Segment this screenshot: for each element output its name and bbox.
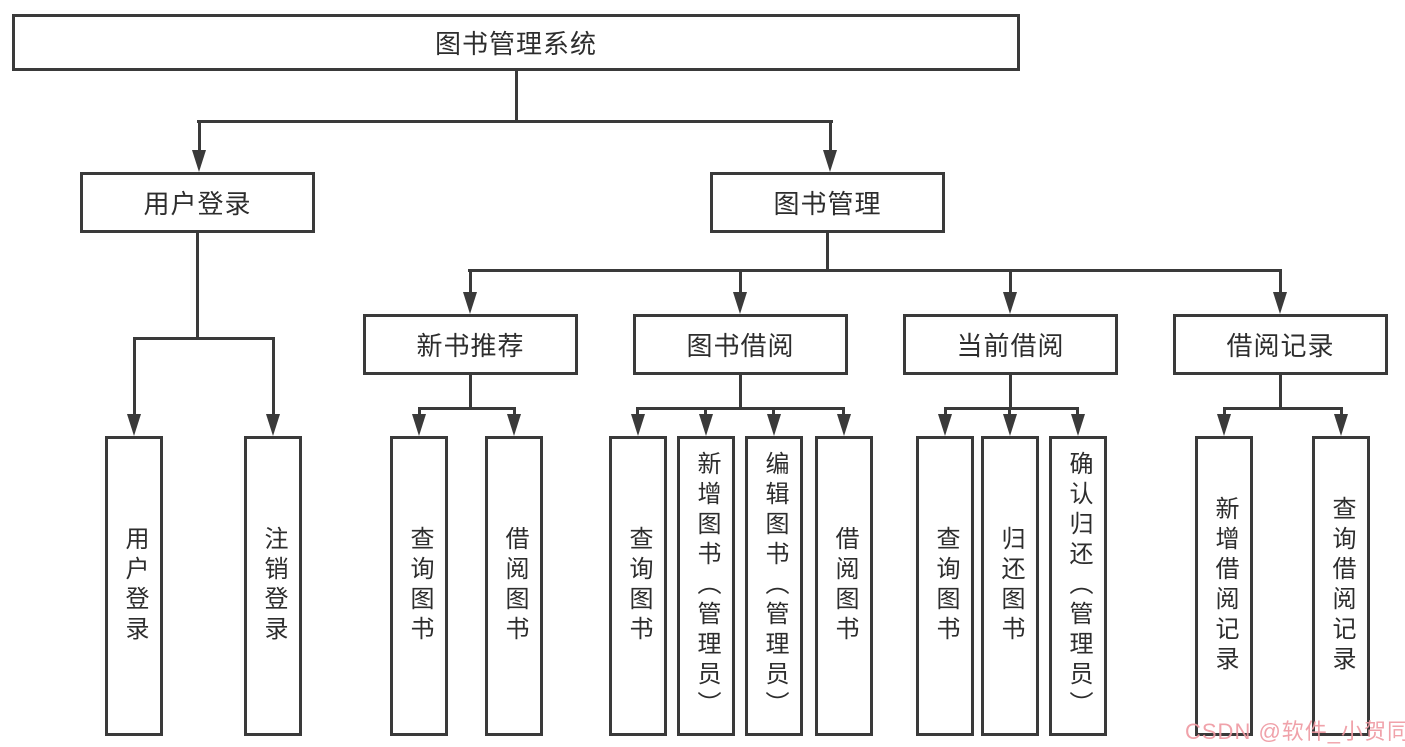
leaf-add-books-admin: 新增图书（管理员） — [677, 436, 735, 736]
node-label: 借阅记录 — [1226, 331, 1335, 361]
node-borrow-records: 借阅记录 — [1173, 314, 1388, 375]
node-current-borrow: 当前借阅 — [903, 314, 1118, 375]
node-book-borrow: 图书借阅 — [633, 314, 848, 375]
leaf-label: 新增图书（管理员） — [693, 451, 720, 721]
arrowhead-down-icon — [733, 292, 747, 314]
connector-line — [469, 269, 472, 294]
connector-line — [418, 407, 421, 417]
connector-line — [198, 120, 201, 152]
leaf-return-books: 归还图书 — [981, 436, 1039, 736]
node-label: 当前借阅 — [956, 331, 1065, 361]
arrowhead-down-icon — [699, 414, 713, 436]
node-label: 图书借阅 — [686, 331, 795, 361]
connector-line — [636, 407, 639, 417]
connector-line — [772, 407, 775, 417]
leaf-label: 编辑图书（管理员） — [761, 451, 788, 721]
node-user-login: 用户登录 — [80, 172, 315, 233]
connector-line — [739, 375, 742, 409]
leaf-label: 归还图书 — [997, 526, 1024, 646]
connector-line — [944, 407, 1079, 410]
arrowhead-down-icon — [192, 150, 206, 172]
leaf-label: 借阅图书 — [501, 526, 528, 646]
arrowhead-down-icon — [938, 414, 952, 436]
node-library-management-system: 图书管理系统 — [12, 14, 1020, 71]
leaf-query-borrow-record: 查询借阅记录 — [1312, 436, 1370, 736]
leaf-label: 注销登录 — [260, 526, 287, 646]
connector-line — [842, 407, 845, 417]
leaf-borrow-books: 借阅图书 — [485, 436, 543, 736]
leaf-query-books: 查询图书 — [609, 436, 667, 736]
leaf-query-books: 查询图书 — [916, 436, 974, 736]
leaf-label: 查询借阅记录 — [1328, 496, 1355, 676]
connector-line — [468, 269, 1282, 272]
arrowhead-down-icon — [463, 292, 477, 314]
node-book-management: 图书管理 — [710, 172, 945, 233]
leaf-user-login: 用户登录 — [105, 436, 163, 736]
connector-line — [513, 407, 516, 417]
leaf-borrow-books: 借阅图书 — [815, 436, 873, 736]
connector-line — [829, 120, 832, 152]
connector-line — [1223, 407, 1342, 410]
connector-line — [739, 269, 742, 294]
leaf-label: 确认归还（管理员） — [1065, 451, 1092, 721]
connector-line — [418, 407, 515, 410]
leaf-edit-books-admin: 编辑图书（管理员） — [745, 436, 803, 736]
connector-line — [469, 375, 472, 409]
node-label: 图书管理系统 — [434, 29, 597, 59]
arrowhead-down-icon — [823, 150, 837, 172]
arrowhead-down-icon — [837, 414, 851, 436]
connector-line — [133, 337, 136, 416]
arrowhead-down-icon — [1334, 414, 1348, 436]
connector-line — [133, 337, 274, 340]
connector-line — [826, 233, 829, 271]
arrowhead-down-icon — [266, 414, 280, 436]
node-label: 图书管理 — [773, 189, 882, 219]
connector-line — [1009, 269, 1012, 294]
connector-line — [1076, 407, 1079, 417]
connector-line — [704, 407, 707, 417]
node-label: 新书推荐 — [416, 331, 525, 361]
arrowhead-down-icon — [1071, 414, 1085, 436]
connector-line — [1279, 375, 1282, 409]
arrowhead-down-icon — [1273, 292, 1287, 314]
arrowhead-down-icon — [1217, 414, 1231, 436]
connector-line — [272, 337, 275, 416]
leaf-label: 借阅图书 — [831, 526, 858, 646]
arrowhead-down-icon — [412, 414, 426, 436]
connector-line — [1279, 269, 1282, 294]
arrowhead-down-icon — [631, 414, 645, 436]
leaf-label: 新增借阅记录 — [1211, 496, 1238, 676]
connector-line — [1223, 407, 1226, 417]
connector-line — [196, 233, 199, 337]
connector-line — [197, 120, 833, 123]
connector-line — [637, 407, 845, 410]
connector-line — [1009, 375, 1012, 409]
arrowhead-down-icon — [127, 414, 141, 436]
arrowhead-down-icon — [1003, 292, 1017, 314]
node-new-book-recommend: 新书推荐 — [363, 314, 578, 375]
connector-line — [1008, 407, 1011, 417]
arrowhead-down-icon — [507, 414, 521, 436]
connector-line — [1340, 407, 1343, 417]
leaf-label: 查询图书 — [932, 526, 959, 646]
leaf-query-books: 查询图书 — [390, 436, 448, 736]
connector-line — [515, 71, 518, 120]
csdn-watermark: CSDN @软件_小贺同学 — [1185, 719, 1405, 744]
leaf-label: 查询图书 — [406, 526, 433, 646]
connector-line — [944, 407, 947, 417]
node-label: 用户登录 — [143, 189, 252, 219]
leaf-confirm-return-admin: 确认归还（管理员） — [1049, 436, 1107, 736]
arrowhead-down-icon — [1003, 414, 1017, 436]
leaf-label: 查询图书 — [625, 526, 652, 646]
arrowhead-down-icon — [767, 414, 781, 436]
leaf-add-borrow-record: 新增借阅记录 — [1195, 436, 1253, 736]
leaf-logout: 注销登录 — [244, 436, 302, 736]
leaf-label: 用户登录 — [121, 526, 148, 646]
